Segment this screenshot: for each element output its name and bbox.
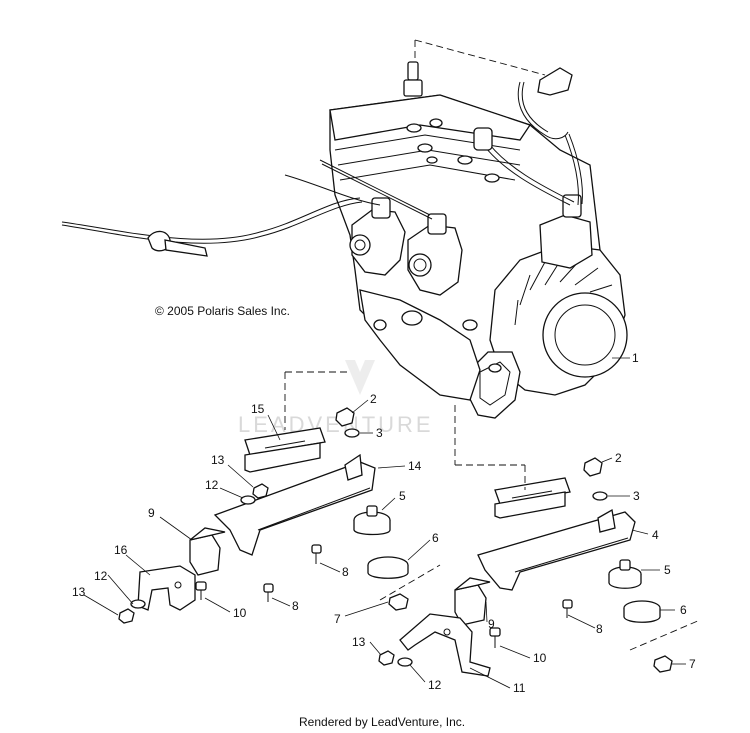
callout-label: 5 xyxy=(399,489,406,503)
callout-label: 16 xyxy=(114,543,128,557)
callout-label: 12 xyxy=(94,569,108,583)
callout-label: 4 xyxy=(652,528,659,542)
callout-label: 10 xyxy=(233,606,247,620)
callout-labels: 1 2 3 15 13 14 12 2 3 9 5 4 16 6 8 12 5 … xyxy=(72,351,696,695)
callout-label: 8 xyxy=(292,599,299,613)
callout-label: 9 xyxy=(488,617,495,631)
callout-label: 10 xyxy=(533,651,547,665)
callout-label: 11 xyxy=(513,681,526,695)
left-mount-group xyxy=(118,407,441,624)
callout-label: 7 xyxy=(689,657,696,671)
callout-label: 8 xyxy=(342,565,349,579)
right-mount-group xyxy=(378,457,701,677)
callout-label: 7 xyxy=(334,612,341,626)
callout-label: 3 xyxy=(633,489,640,503)
callout-label: 13 xyxy=(211,453,225,467)
callout-label: 5 xyxy=(664,563,671,577)
callout-label: 13 xyxy=(72,585,86,599)
footer-text: Rendered by LeadVenture, Inc. xyxy=(299,715,465,729)
callout-label: 14 xyxy=(408,459,422,473)
callout-label: 15 xyxy=(251,402,265,416)
callout-label: 8 xyxy=(596,622,603,636)
watermark-text: LEADVENTURE xyxy=(238,412,434,437)
callout-label: 6 xyxy=(432,531,439,545)
callout-label: 6 xyxy=(680,603,687,617)
callout-label: 9 xyxy=(148,506,155,520)
callout-label: 3 xyxy=(376,426,383,440)
callout-label: 12 xyxy=(205,478,219,492)
copyright-text: © 2005 Polaris Sales Inc. xyxy=(155,304,290,318)
callout-label: 2 xyxy=(615,451,622,465)
callout-label: 1 xyxy=(632,351,639,365)
watermark-logo xyxy=(345,360,375,395)
callout-label: 12 xyxy=(428,678,442,692)
leader-lines xyxy=(83,357,686,689)
callout-label: 2 xyxy=(370,392,377,406)
engine-assembly xyxy=(61,39,628,419)
callout-label: 13 xyxy=(352,635,366,649)
